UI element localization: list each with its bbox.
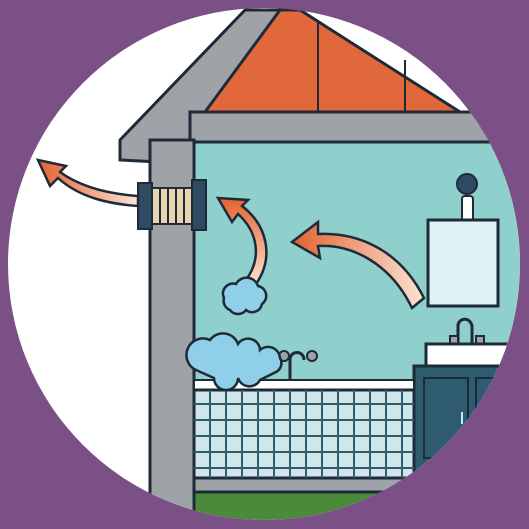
- mirror-icon: [428, 220, 498, 306]
- vanity-cabinet-icon: [414, 366, 529, 478]
- floor-slab: [194, 478, 529, 492]
- ceiling: [190, 112, 529, 142]
- lower-floor: [194, 492, 529, 529]
- exhaust-fan-icon: [138, 180, 206, 230]
